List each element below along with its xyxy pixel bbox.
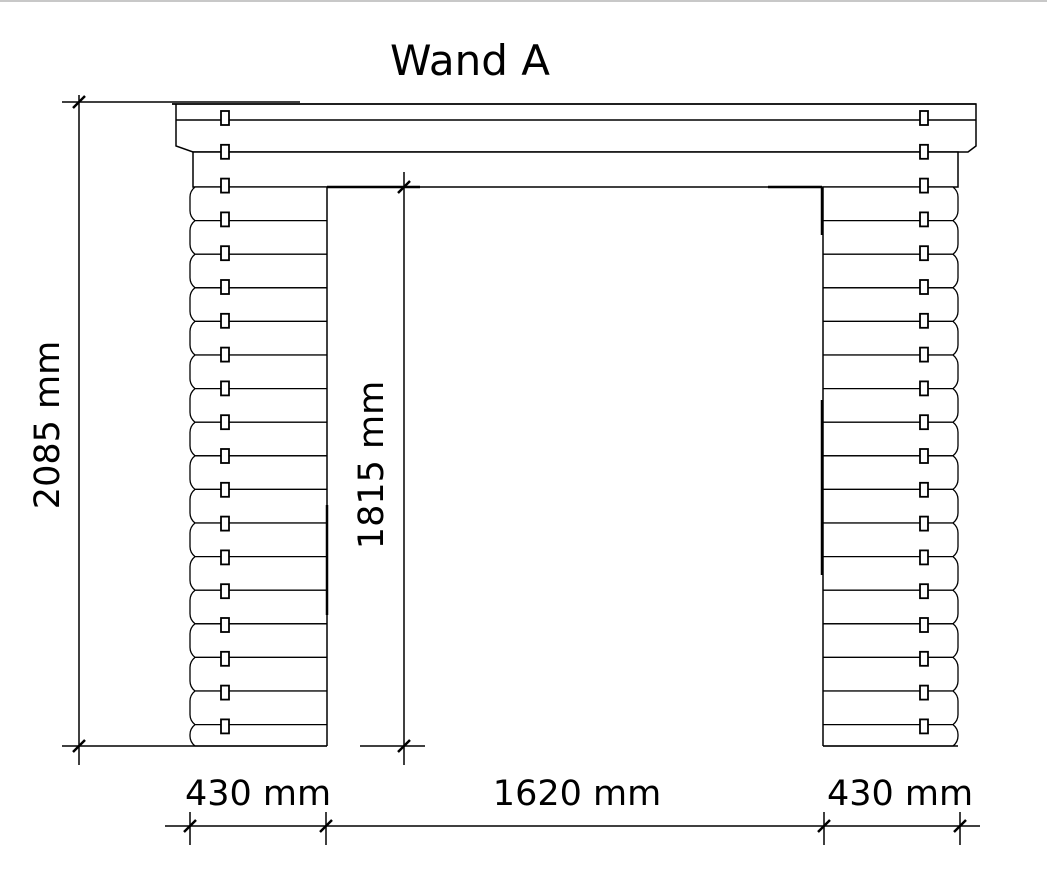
wall-log-left: [189, 656, 327, 692]
dowel-peg-left: [220, 617, 230, 633]
wall-log-right: [823, 287, 959, 323]
dowel-peg-right: [919, 110, 929, 126]
dim-total-height: 2085 mm: [28, 340, 68, 510]
top-beam: [172, 103, 977, 153]
dowel-peg-right: [919, 414, 929, 431]
dowel-peg-left: [220, 211, 230, 228]
wall-log-right: [823, 522, 959, 558]
dim-opening-height: 1815 mm: [352, 380, 392, 550]
wall-log-right: [823, 690, 959, 726]
dowel-peg-left: [220, 549, 230, 566]
dowel-peg-right: [919, 279, 929, 295]
dowel-peg-left: [220, 380, 230, 397]
dowel-peg-right: [919, 143, 929, 160]
wall-log-right: [823, 387, 959, 423]
dowel-peg-right: [919, 650, 929, 667]
wall-log-left: [189, 354, 327, 390]
dowel-peg-left: [220, 279, 230, 295]
wall-log-right: [823, 421, 959, 457]
dowel-peg-left: [220, 110, 230, 126]
dowel-peg-left: [220, 684, 230, 701]
dowel-peg-left: [220, 448, 230, 464]
dowel-peg-right: [919, 312, 929, 329]
dowel-peg-right: [919, 346, 929, 363]
top-border: [0, 0, 1047, 2]
wall-log-left: [189, 253, 327, 289]
dim-left-width: 430 mm: [184, 774, 332, 814]
dowel-peg-left: [220, 515, 230, 532]
wall-log-left: [189, 186, 327, 222]
wall-log-left: [189, 287, 327, 323]
dowel-peg-right: [919, 380, 929, 397]
dowel-peg-left: [220, 346, 230, 363]
wall-log-left: [189, 623, 327, 659]
wall-log-right: [823, 656, 959, 692]
wall-log-left: [189, 589, 327, 625]
wall-log-right: [823, 186, 959, 222]
wall-log-left: [189, 522, 327, 558]
dowel-peg-left: [220, 650, 230, 667]
wall-log-right: [823, 623, 959, 659]
dowel-peg-right: [919, 583, 929, 600]
dimension-tick: [397, 180, 411, 194]
dowel-peg-right: [919, 481, 929, 498]
wall-log-left: [189, 555, 327, 591]
wall-log-right: [823, 455, 959, 491]
wall-log-right: [823, 253, 959, 289]
dimension-tick: [817, 819, 831, 833]
dowel-peg-left: [220, 143, 230, 160]
dimension-tick: [72, 95, 86, 109]
wall-log-right: [823, 320, 959, 356]
wall-log-right: [823, 354, 959, 390]
wall-log-left: [189, 690, 327, 726]
dowel-peg-right: [919, 211, 929, 228]
dowel-peg-right: [919, 617, 929, 633]
dowel-peg-right: [919, 684, 929, 701]
dimension-tick: [183, 819, 197, 833]
dowel-peg-left: [220, 718, 230, 735]
dowel-peg-right: [919, 718, 929, 735]
wall-log-left: [189, 723, 327, 747]
dowel-peg-right: [919, 549, 929, 566]
drawing-title: Wand A: [390, 36, 550, 85]
wall-log-right: [823, 219, 959, 255]
dowel-peg-left: [220, 583, 230, 600]
dowel-peg-right: [919, 245, 929, 262]
dowel-peg-left: [220, 481, 230, 498]
wall-log-left: [189, 387, 327, 423]
dowel-peg-left: [220, 414, 230, 431]
wall-log-left: [189, 488, 327, 524]
wall-log-right: [823, 589, 959, 625]
wall-log-left: [189, 421, 327, 457]
wall-log-left: [189, 320, 327, 356]
wall-log-right: [823, 723, 959, 747]
wall-log-right: [823, 488, 959, 524]
dowel-peg-left: [220, 245, 230, 262]
dim-right-width: 430 mm: [826, 774, 974, 814]
dim-opening-width: 1620 mm: [492, 774, 662, 814]
dowel-peg-right: [919, 177, 929, 194]
wall-log-right: [823, 555, 959, 591]
dowel-peg-left: [220, 312, 230, 329]
dowel-peg-right: [919, 515, 929, 532]
wall-log-left: [189, 455, 327, 491]
header-log: [192, 151, 959, 188]
dowel-peg-left: [220, 177, 230, 194]
dowel-peg-right: [919, 448, 929, 464]
wall-log-left: [189, 219, 327, 255]
dimension-tick: [319, 819, 333, 833]
dimension-tick: [953, 819, 967, 833]
